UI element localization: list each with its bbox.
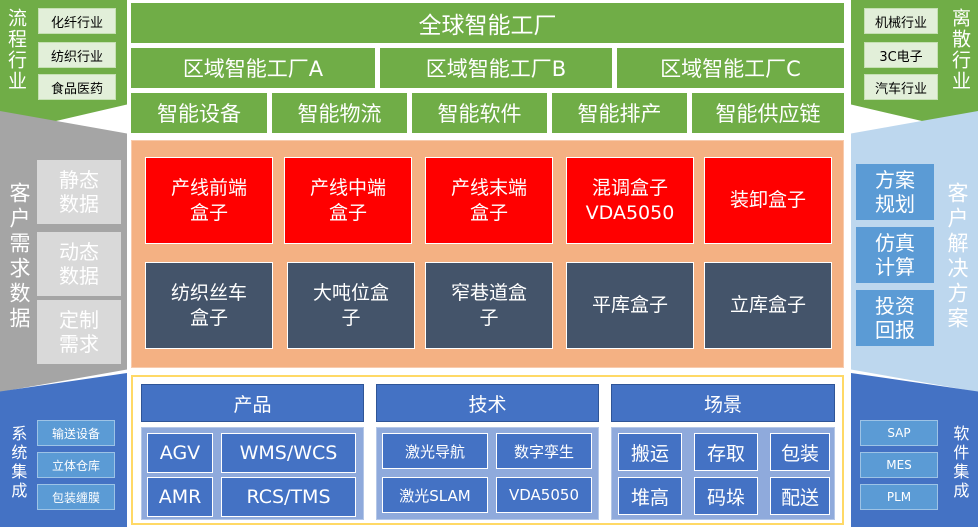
module-smart-equipment: 智能设备 — [131, 93, 267, 133]
discrete-industry-label: 离散行业 — [948, 8, 971, 92]
product-amr: AMR — [147, 477, 213, 517]
product-header: 产品 — [141, 384, 364, 422]
product-agv: AGV — [147, 433, 213, 473]
region-factory-a: 区域智能工厂A — [131, 48, 375, 88]
chip-automotive: 汽车行业 — [864, 74, 938, 100]
box-narrow-aisle: 窄巷道盒 子 — [425, 262, 553, 349]
customer-solution-label: 客户解决方案 — [945, 182, 970, 332]
customer-demand-label: 客户需求数据 — [7, 182, 32, 332]
chip-dynamic-data: 动态 数据 — [37, 232, 121, 296]
process-industry-label: 流程行业 — [4, 8, 27, 92]
software-integration-label: 软件集成 — [950, 425, 970, 501]
box-textile-cart: 纺织丝车 盒子 — [145, 262, 273, 349]
chip-static-data: 静态 数据 — [37, 160, 121, 224]
box-flat-warehouse: 平库盒子 — [566, 262, 694, 349]
system-integration-label: 系统集成 — [8, 425, 28, 501]
chip-solution-planning: 方案 规划 — [855, 163, 935, 221]
tech-vda5050: VDA5050 — [496, 477, 592, 513]
scene-delivery: 配送 — [770, 477, 830, 515]
chip-plm: PLM — [860, 484, 938, 510]
product-wms-wcs: WMS/WCS — [221, 433, 356, 473]
box-line-middle: 产线中端 盒子 — [284, 157, 412, 244]
chip-sap: SAP — [860, 420, 938, 446]
chip-textile: 纺织行业 — [38, 42, 116, 68]
tech-digital-twin: 数字孪生 — [496, 433, 592, 469]
box-heavy-tonnage: 大吨位盒 子 — [287, 262, 415, 349]
module-smart-software: 智能软件 — [412, 93, 547, 133]
scene-palletizing: 码垛 — [694, 477, 758, 515]
region-factory-b: 区域智能工厂B — [380, 48, 612, 88]
region-factory-c: 区域智能工厂C — [617, 48, 844, 88]
box-line-front: 产线前端 盒子 — [145, 157, 273, 244]
chip-custom-demand: 定制 需求 — [37, 300, 121, 364]
box-mixing-vda5050: 混调盒子 VDA5050 — [566, 157, 694, 244]
scene-header: 场景 — [611, 384, 835, 422]
tech-laser-slam: 激光SLAM — [382, 477, 488, 513]
scene-stacking-high: 堆高 — [618, 477, 682, 515]
chip-mes: MES — [860, 452, 938, 478]
global-factory-title: 全球智能工厂 — [131, 3, 844, 43]
chip-stereo-warehouse: 立体仓库 — [37, 452, 115, 478]
module-smart-supply-chain: 智能供应链 — [692, 93, 844, 133]
module-smart-logistics: 智能物流 — [272, 93, 407, 133]
scene-packaging: 包装 — [770, 433, 830, 471]
chip-conveyor: 输送设备 — [37, 420, 115, 446]
chip-food-medicine: 食品医药 — [38, 74, 116, 100]
module-smart-scheduling: 智能排产 — [552, 93, 687, 133]
box-line-end: 产线末端 盒子 — [425, 157, 553, 244]
box-loading: 装卸盒子 — [704, 157, 832, 244]
chip-machinery: 机械行业 — [864, 8, 938, 34]
chip-chemical-fiber: 化纤行业 — [38, 8, 116, 34]
product-rcs-tms: RCS/TMS — [221, 477, 356, 517]
chip-investment-return: 投资 回报 — [855, 289, 935, 347]
chip-simulation: 仿真 计算 — [855, 226, 935, 284]
chip-packaging-wrap: 包装缠膜 — [37, 484, 115, 510]
box-stereo-warehouse: 立库盒子 — [704, 262, 832, 349]
tech-laser-navigation: 激光导航 — [382, 433, 488, 469]
scene-handling: 搬运 — [618, 433, 682, 471]
tech-header: 技术 — [376, 384, 599, 422]
chip-3c-electronics: 3C电子 — [864, 42, 938, 68]
scene-storage-retrieval: 存取 — [694, 433, 758, 471]
